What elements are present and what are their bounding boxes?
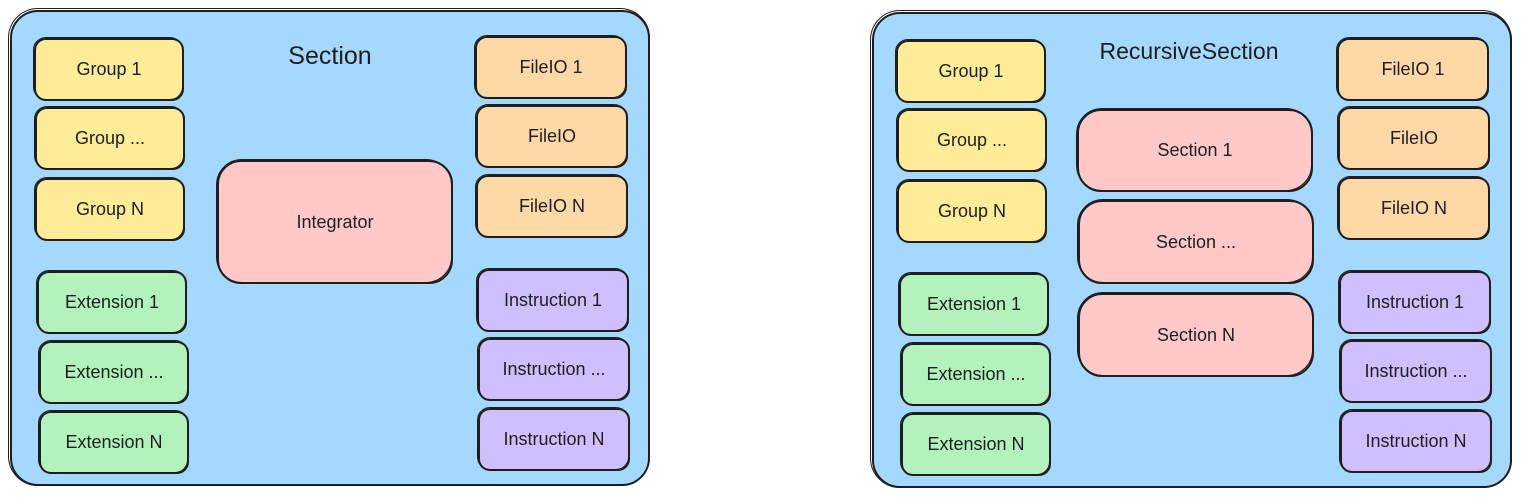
section-instruction-ellipsis: Instruction ... (477, 337, 630, 401)
recursive-fileio-n: FileIO N (1337, 176, 1490, 240)
section-fileio: FileIO (475, 104, 628, 168)
section-integrator: Integrator (216, 159, 453, 284)
recursive-extension-n: Extension N (900, 412, 1051, 476)
recursive-instruction-n: Instruction N (1339, 409, 1492, 473)
recursive-section-title: RecursiveSection (1099, 38, 1279, 64)
recursive-section-n: Section N (1077, 292, 1314, 377)
recursive-extension-ellipsis: Extension ... (900, 342, 1051, 406)
section-fileio-n: FileIO N (475, 174, 628, 238)
section-instruction-1: Instruction 1 (476, 268, 629, 332)
section-extension-1: Extension 1 (36, 270, 187, 334)
recursive-section-ellipsis: Section ... (1077, 199, 1314, 284)
section-fileio-1: FileIO 1 (474, 35, 627, 99)
recursive-group-ellipsis: Group ... (896, 108, 1047, 172)
recursive-group-1: Group 1 (895, 39, 1046, 103)
recursive-group-n: Group N (896, 179, 1047, 243)
recursive-instruction-ellipsis: Instruction ... (1339, 339, 1492, 403)
recursive-fileio: FileIO (1337, 106, 1490, 170)
recursive-instruction-1: Instruction 1 (1338, 270, 1491, 334)
section-group-1: Group 1 (33, 37, 184, 101)
section-instruction-n: Instruction N (477, 407, 630, 471)
recursive-section-panel: RecursiveSection Group 1 Group ... Group… (870, 10, 1512, 488)
section-group-n: Group N (34, 177, 185, 241)
section-group-ellipsis: Group ... (34, 106, 185, 170)
recursive-extension-1: Extension 1 (898, 272, 1049, 336)
section-extension-n: Extension N (38, 410, 189, 474)
section-extension-ellipsis: Extension ... (38, 340, 189, 404)
section-title: Section (288, 42, 372, 70)
recursive-fileio-1: FileIO 1 (1336, 37, 1489, 101)
recursive-section-1: Section 1 (1076, 108, 1313, 192)
section-panel: Section Group 1 Group ... Group N Extens… (8, 8, 650, 486)
